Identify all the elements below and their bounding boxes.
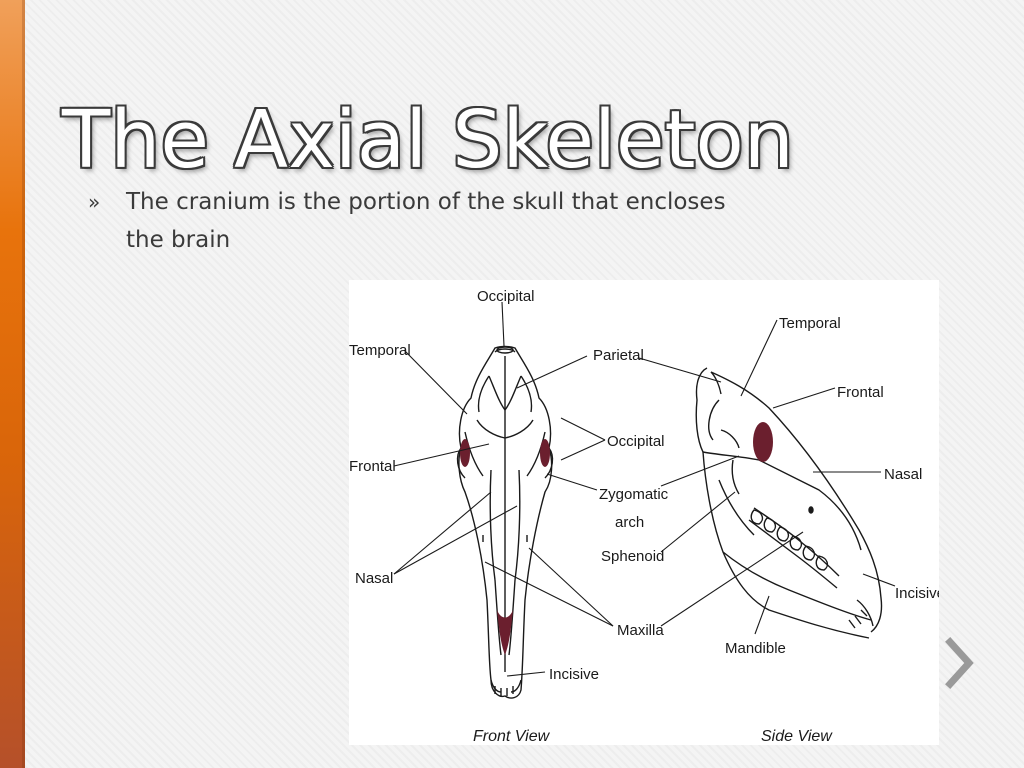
slide-title: The Axial Skeleton <box>62 94 794 186</box>
label-parietal: Parietal <box>593 347 644 364</box>
caption-front-view: Front View <box>473 728 551 745</box>
label-frontal-front: Frontal <box>349 458 396 475</box>
label-temporal-side: Temporal <box>779 315 841 332</box>
caption-side-view: Side View <box>761 728 833 745</box>
label-zygomatic: Zygomatic <box>599 486 669 503</box>
label-incisive-side: Incisive <box>895 585 939 602</box>
chevron-right-icon <box>945 637 974 689</box>
label-nasal-side: Nasal <box>884 466 922 483</box>
label-temporal-front: Temporal <box>349 342 411 359</box>
front-right-eye <box>540 439 550 467</box>
skull-diagram: Occipital Temporal Parietal Frontal Nasa… <box>349 280 939 745</box>
label-nasal-front: Nasal <box>355 570 393 587</box>
label-incisive-front: Incisive <box>549 666 599 683</box>
label-occipital-top: Occipital <box>477 288 535 305</box>
front-left-eye <box>460 439 470 467</box>
label-mandible: Mandible <box>725 640 786 657</box>
next-slide-button[interactable] <box>938 628 982 698</box>
label-sphenoid: Sphenoid <box>601 548 664 565</box>
side-skull-drawing <box>695 367 883 639</box>
accent-sidebar <box>0 0 25 768</box>
skull-diagram-svg: Occipital Temporal Parietal Frontal Nasa… <box>349 288 939 745</box>
label-frontal-side: Frontal <box>837 384 884 401</box>
bullet-text: The cranium is the portion of the skull … <box>126 189 726 253</box>
leader-lines <box>393 301 896 677</box>
label-maxilla: Maxilla <box>617 622 664 639</box>
bullet-marker: » <box>88 190 101 214</box>
label-zygomatic-arch: arch <box>615 514 644 531</box>
side-eye <box>753 422 773 462</box>
bullet-item: » The cranium is the portion of the skul… <box>88 183 748 259</box>
label-occipital-mid: Occipital <box>607 433 665 450</box>
front-nasal-opening <box>497 610 513 655</box>
